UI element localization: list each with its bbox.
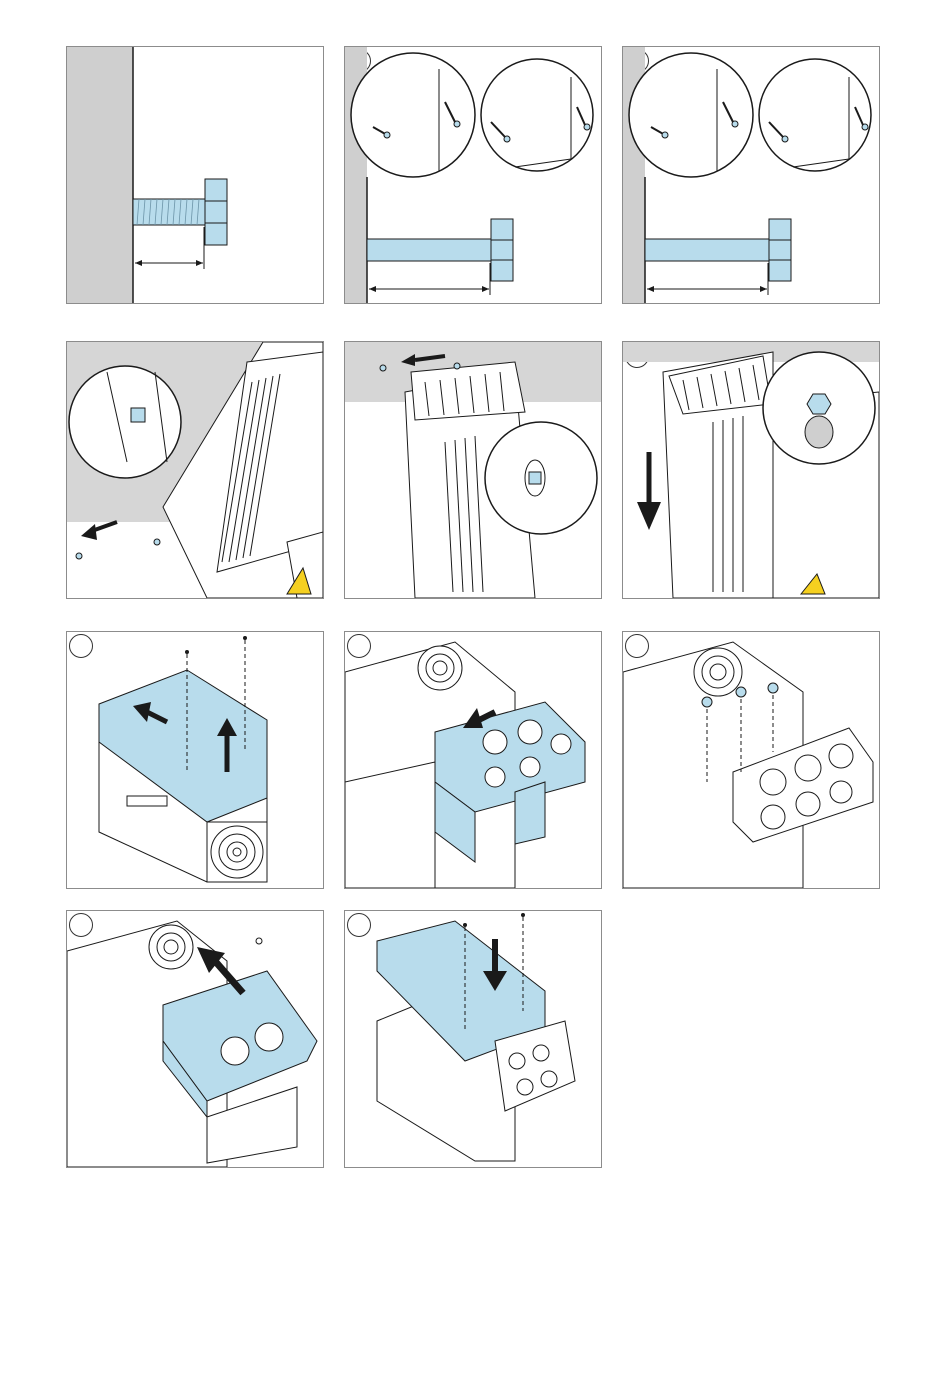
step-panel-2 xyxy=(344,46,602,304)
drive-tilted-illustration xyxy=(67,342,323,598)
step-panel-7 xyxy=(66,631,324,889)
slide-cover-illustration xyxy=(67,911,323,1167)
attach-bracket-illustration xyxy=(345,632,601,888)
drive-hang-illustration xyxy=(345,342,601,598)
bolt-into-wall-illustration xyxy=(67,47,323,303)
step-panel-11 xyxy=(344,910,602,1168)
tighten-bracket-illustration xyxy=(623,632,879,888)
step-panel-5 xyxy=(344,341,602,599)
step-panel-10 xyxy=(66,910,324,1168)
long-bolt-with-insets-illustration xyxy=(623,47,879,303)
step-panel-3 xyxy=(622,46,880,304)
step-panel-6 xyxy=(622,341,880,599)
step-panel-4 xyxy=(66,341,324,599)
refit-cover-illustration xyxy=(345,911,601,1167)
step-panel-1 xyxy=(66,46,324,304)
step-panel-8 xyxy=(344,631,602,889)
step-panel-9 xyxy=(622,631,880,889)
long-bolt-with-insets-illustration xyxy=(345,47,601,303)
remove-cover-illustration xyxy=(67,632,323,888)
drive-slide-down-illustration xyxy=(623,342,879,598)
